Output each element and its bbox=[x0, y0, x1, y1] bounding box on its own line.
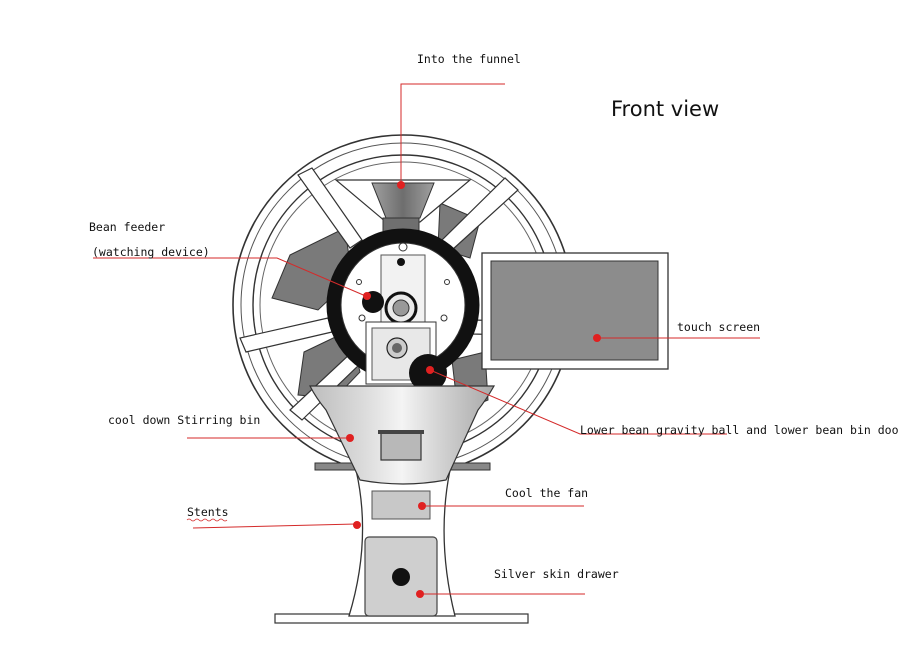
leader-gravity-ball bbox=[429, 369, 727, 435]
label-touch-screen: touch screen bbox=[677, 320, 760, 334]
label-bean-feeder: Bean feeder bbox=[89, 220, 165, 234]
label-gravity-ball-main: Lower bean gravity ball bbox=[580, 423, 739, 437]
touch-screen bbox=[481, 252, 669, 370]
diagram-title: Front view bbox=[611, 97, 719, 121]
stand bbox=[274, 469, 529, 624]
label-cool-fan: Cool the fan bbox=[505, 486, 588, 500]
central-hub bbox=[326, 228, 480, 392]
label-cool-down-bin: cool down Stirring bin bbox=[108, 413, 260, 427]
callout-dots bbox=[346, 181, 601, 598]
leader-funnel bbox=[400, 83, 505, 185]
leader-stents bbox=[192, 523, 357, 529]
leader-lines bbox=[93, 83, 760, 595]
label-into-funnel: Into the funnel bbox=[417, 52, 521, 66]
leader-bean-feeder bbox=[93, 257, 369, 298]
label-stents: Stents bbox=[187, 505, 229, 519]
label-watching-device: (watching device) bbox=[92, 245, 210, 259]
label-gravity-ball: Lower bean gravity ball and lower bean b… bbox=[580, 423, 899, 437]
stents-underline bbox=[186, 518, 228, 522]
drawer-knob bbox=[392, 568, 410, 586]
cool-down-bin bbox=[309, 385, 496, 485]
label-gravity-ball-rest: and lower bean bin door bbox=[739, 423, 899, 437]
label-silver-skin-drawer: Silver skin drawer bbox=[494, 567, 619, 581]
